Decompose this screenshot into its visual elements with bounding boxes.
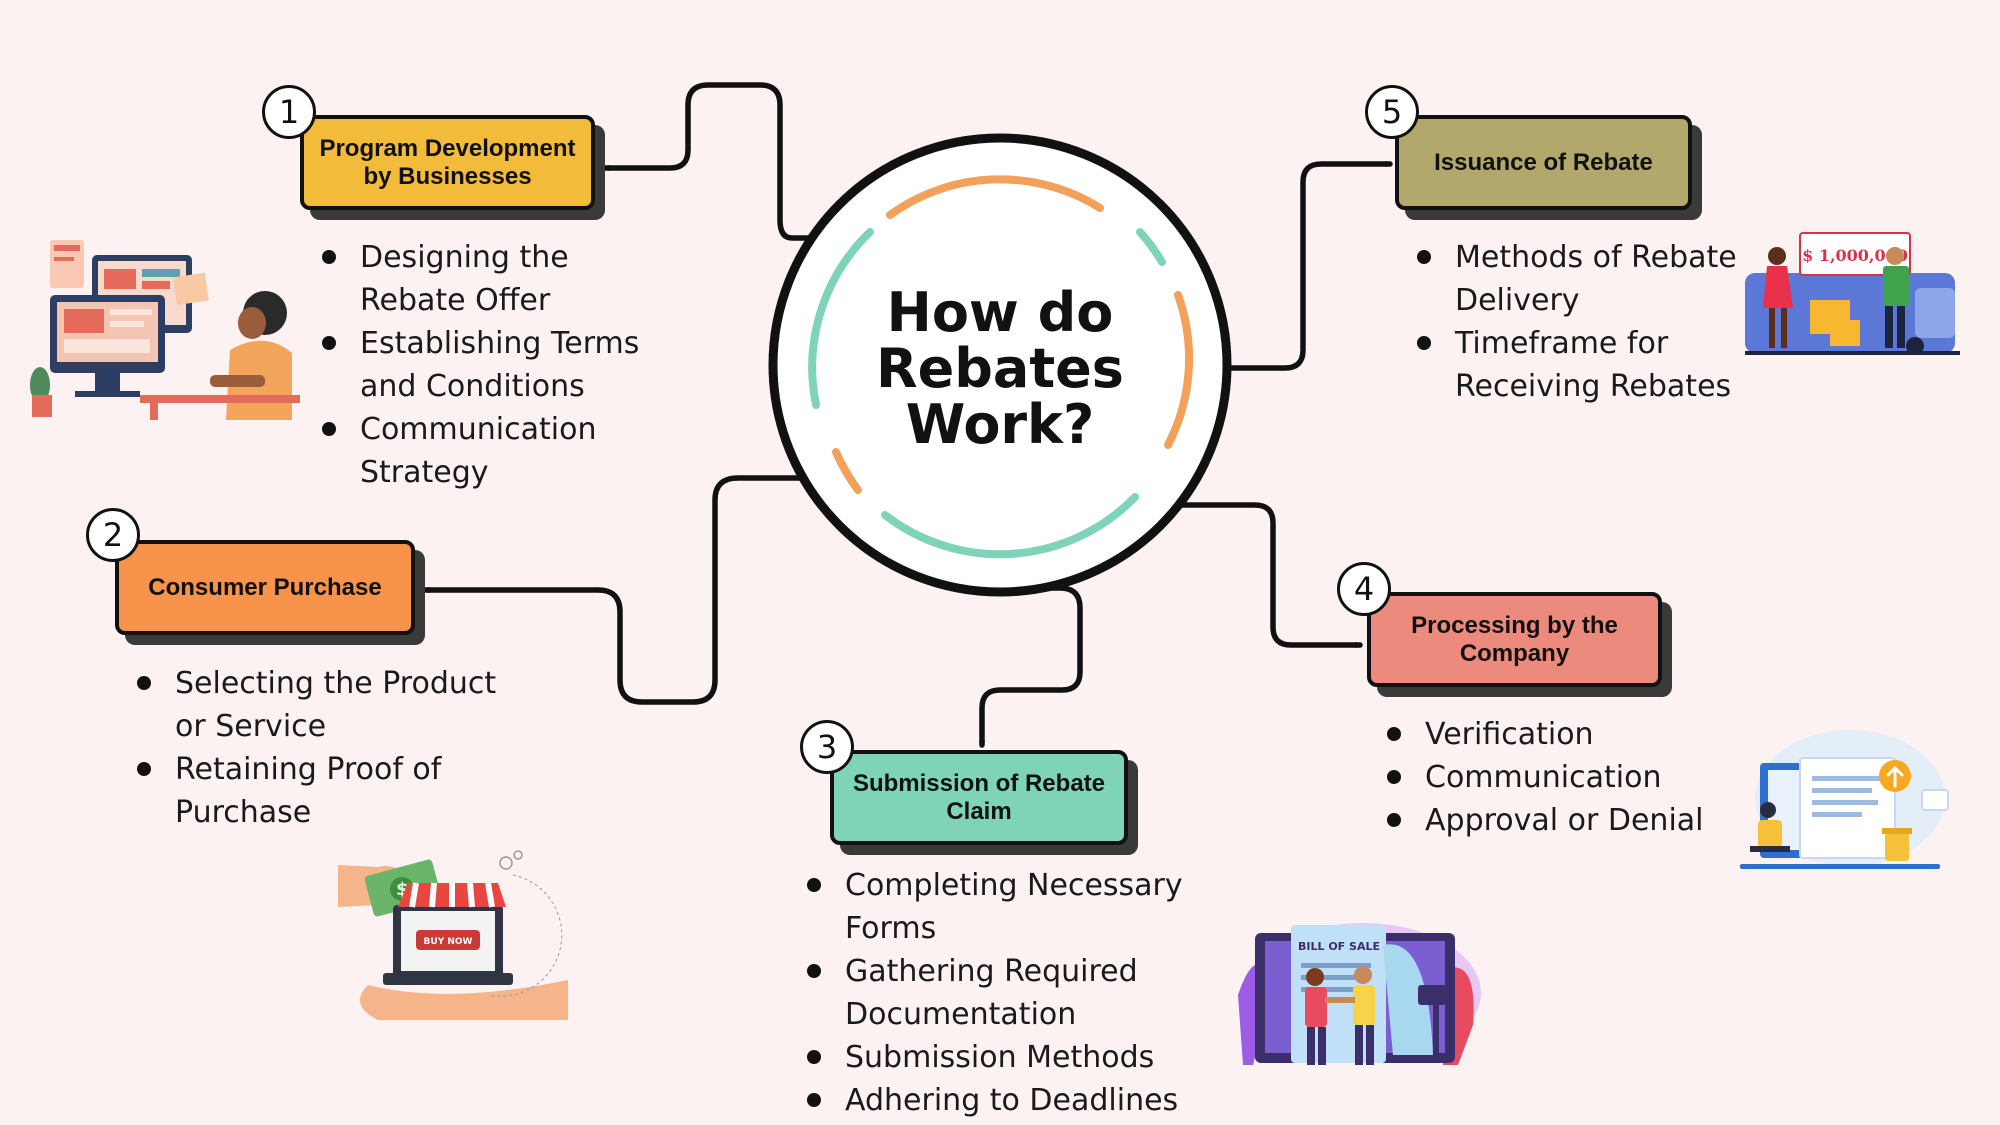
buy-now-label: BUY NOW xyxy=(424,937,473,947)
step-5-bullet: Timeframe for Receiving Rebates xyxy=(1417,322,1747,408)
step-5-box: Issuance of Rebate xyxy=(1395,115,1692,210)
bill-of-sale-handshake-icon: BILL OF SALE xyxy=(1238,923,1481,1065)
step-1-bullets: Designing the Rebate Offer Establishing … xyxy=(322,236,662,494)
connector-step-5 xyxy=(1222,164,1393,371)
step-5-bullets: Methods of Rebate Delivery Timeframe for… xyxy=(1417,236,1747,408)
step-4-number: 4 xyxy=(1337,562,1391,616)
step-4-bullet: Communication xyxy=(1387,756,1727,799)
step-3-bullet: Adhering to Deadlines xyxy=(807,1079,1207,1122)
step-2-bullet: Retaining Proof of Purchase xyxy=(137,748,507,834)
giant-check-delivery-icon: $ 1,000,000 xyxy=(1745,232,1960,355)
step-4-bullets: Verification Communication Approval or D… xyxy=(1387,713,1727,842)
ring-top-orange xyxy=(886,175,1104,219)
connector-step-2 xyxy=(422,475,811,705)
step-3-number: 3 xyxy=(800,720,854,774)
ring-topright-teal xyxy=(1136,228,1166,266)
step-1-bullet: Communication Strategy xyxy=(322,408,662,494)
person-at-computer-icon xyxy=(30,240,300,420)
step-2-bullets: Selecting the Product or Service Retaini… xyxy=(137,662,507,834)
step-4-bullet: Approval or Denial xyxy=(1387,799,1727,842)
step-2-bullet: Selecting the Product or Service xyxy=(137,662,507,748)
ring-lowerleft-orange xyxy=(832,448,862,494)
step-3-box: Submission of Rebate Claim xyxy=(830,750,1128,845)
step-3-bullet: Completing Necessary Forms xyxy=(807,864,1207,950)
connector-step-1 xyxy=(602,82,818,241)
step-4-bullet: Verification xyxy=(1387,713,1727,756)
step-1-bullet: Establishing Terms and Conditions xyxy=(322,322,662,408)
step-2-number: 2 xyxy=(86,508,140,562)
step-3-bullets: Completing Necessary Forms Gathering Req… xyxy=(807,864,1207,1122)
check-amount: $ 1,000,000 xyxy=(1802,246,1908,265)
step-3-bullet: Submission Methods xyxy=(807,1036,1207,1079)
step-4-box: Processing by the Company xyxy=(1367,592,1662,687)
step-1-number: 1 xyxy=(262,85,316,139)
center-title: How do Rebates Work? xyxy=(876,281,1124,456)
step-3-bullet: Gathering Required Documentation xyxy=(807,950,1207,1036)
ring-bottom-teal xyxy=(881,493,1139,559)
step-1-bullet: Designing the Rebate Offer xyxy=(322,236,662,322)
center-circle xyxy=(768,133,1232,597)
connector-step-3 xyxy=(982,585,1083,748)
bill-of-sale-label: BILL OF SALE xyxy=(1298,940,1380,953)
step-2-box: Consumer Purchase xyxy=(115,540,415,635)
connector-step-4 xyxy=(1167,502,1363,645)
document-upload-icon xyxy=(1740,730,1949,869)
buy-now-shop-icon: $ BUY NOW xyxy=(338,850,568,1020)
ring-left-teal xyxy=(808,228,874,409)
step-5-number: 5 xyxy=(1365,85,1419,139)
ring-right-orange xyxy=(1164,291,1194,449)
step-1-box: Program Development by Businesses xyxy=(300,115,595,210)
step-5-bullet: Methods of Rebate Delivery xyxy=(1417,236,1747,322)
